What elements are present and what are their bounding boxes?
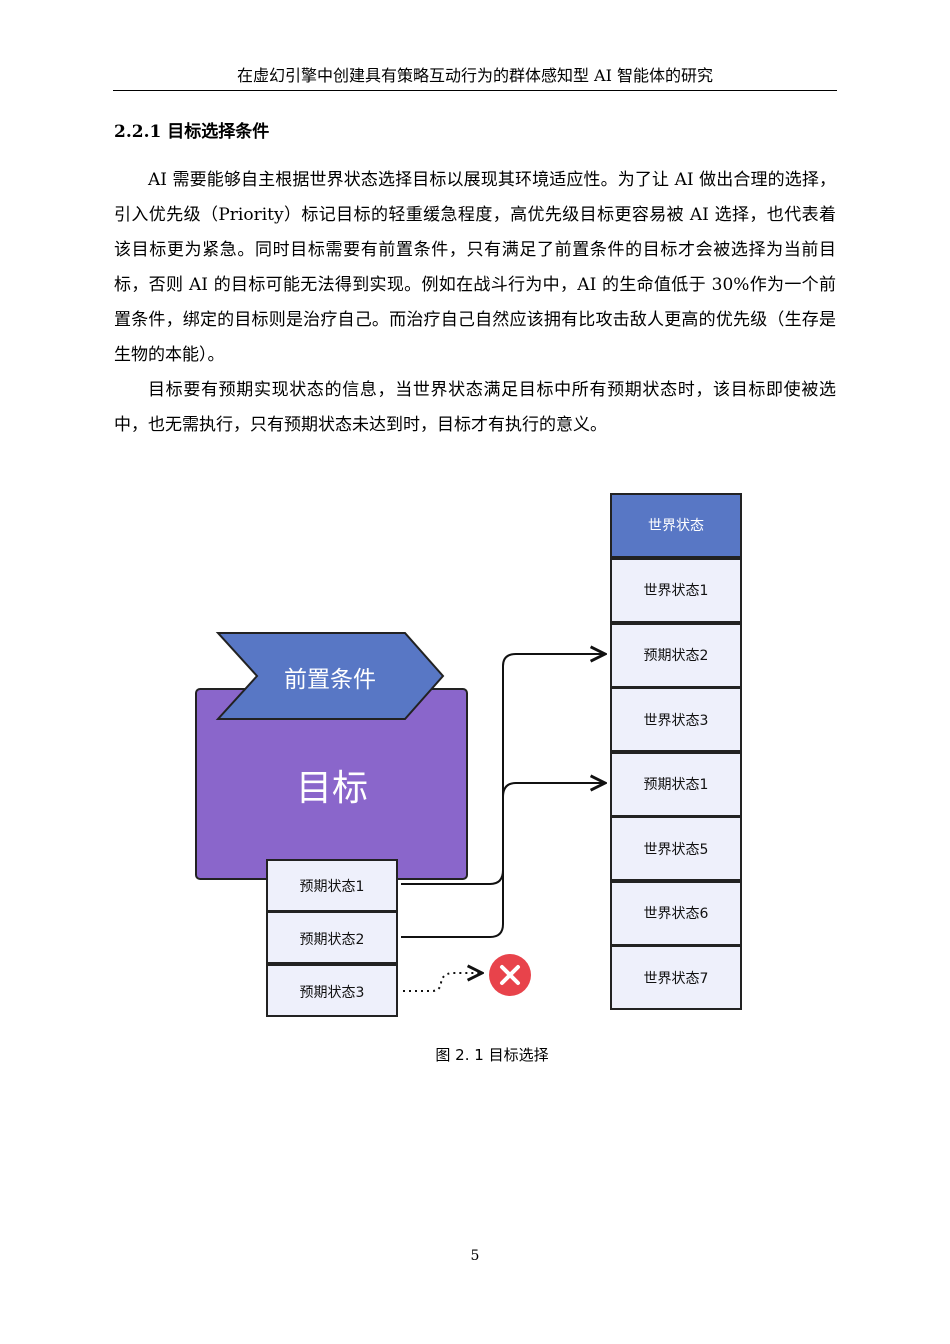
world-state-item-label: 世界状态3: [644, 713, 709, 729]
paragraph: AI 需要能够自主根据世界状态选择目标以展现其环境适应性。为了让 AI 做出合理…: [114, 170, 836, 365]
match-arrow: [401, 654, 605, 885]
world-state-header: [610, 493, 742, 558]
world-state-item-label: 世界状态7: [644, 971, 709, 987]
world-state-item-label: 世界状态6: [644, 906, 709, 922]
header-rule: [113, 90, 837, 91]
world-state-item: [610, 816, 742, 881]
world-state-item-label: 预期状态2: [644, 648, 709, 664]
body-text: AI 需要能够自主根据世界状态选择目标以展现其环境适应性。为了让 AI 做出合理…: [114, 163, 836, 443]
figure-caption: 图 2. 1 目标选择: [435, 1046, 549, 1064]
goal-label: 目标: [296, 768, 368, 809]
world-state-item: [610, 687, 742, 752]
precondition-label: 前置条件: [284, 667, 376, 693]
world-state-header-label: 世界状态: [648, 518, 704, 534]
world-state-item: [610, 558, 742, 623]
world-state-item: [610, 752, 742, 817]
paragraph: 目标要有预期实现状态的信息，当世界状态满足目标中所有预期状态时，该目标即使被选中…: [114, 380, 836, 435]
close-icon: [489, 954, 531, 996]
expected-state-label: 预期状态3: [300, 985, 365, 1001]
world-state-item: [610, 623, 742, 688]
expected-state-box: [266, 911, 398, 964]
expected-state-label: 预期状态2: [300, 932, 365, 948]
expected-state-box: [266, 964, 398, 1017]
world-state-item: [610, 881, 742, 946]
world-state-item: [610, 945, 742, 1010]
section-heading: 2.2.1 目标选择条件: [114, 122, 270, 142]
goal-selection-figure: 目标 前置条件 预期状态1 预期状态2 预期状态3 世界状态 世界状态1 预期状…: [0, 470, 950, 1030]
match-arrow: [401, 783, 605, 938]
unmatched-dotted-arrow: [403, 973, 482, 992]
running-header: 在虚幻引擎中创建具有策略互动行为的群体感知型 AI 智能体的研究: [236, 66, 714, 85]
world-state-item-label: 世界状态1: [644, 583, 709, 599]
page-number: 5: [470, 1248, 480, 1264]
expected-state-label: 预期状态1: [300, 879, 365, 895]
goal-selection-diagram: 目标 前置条件 预期状态1 预期状态2 预期状态3 世界状态 世界状态1 预期状…: [195, 493, 742, 1017]
precondition-banner: [215, 632, 445, 720]
world-state-item-label: 世界状态5: [644, 842, 709, 858]
world-state-item-label: 预期状态1: [644, 777, 709, 793]
